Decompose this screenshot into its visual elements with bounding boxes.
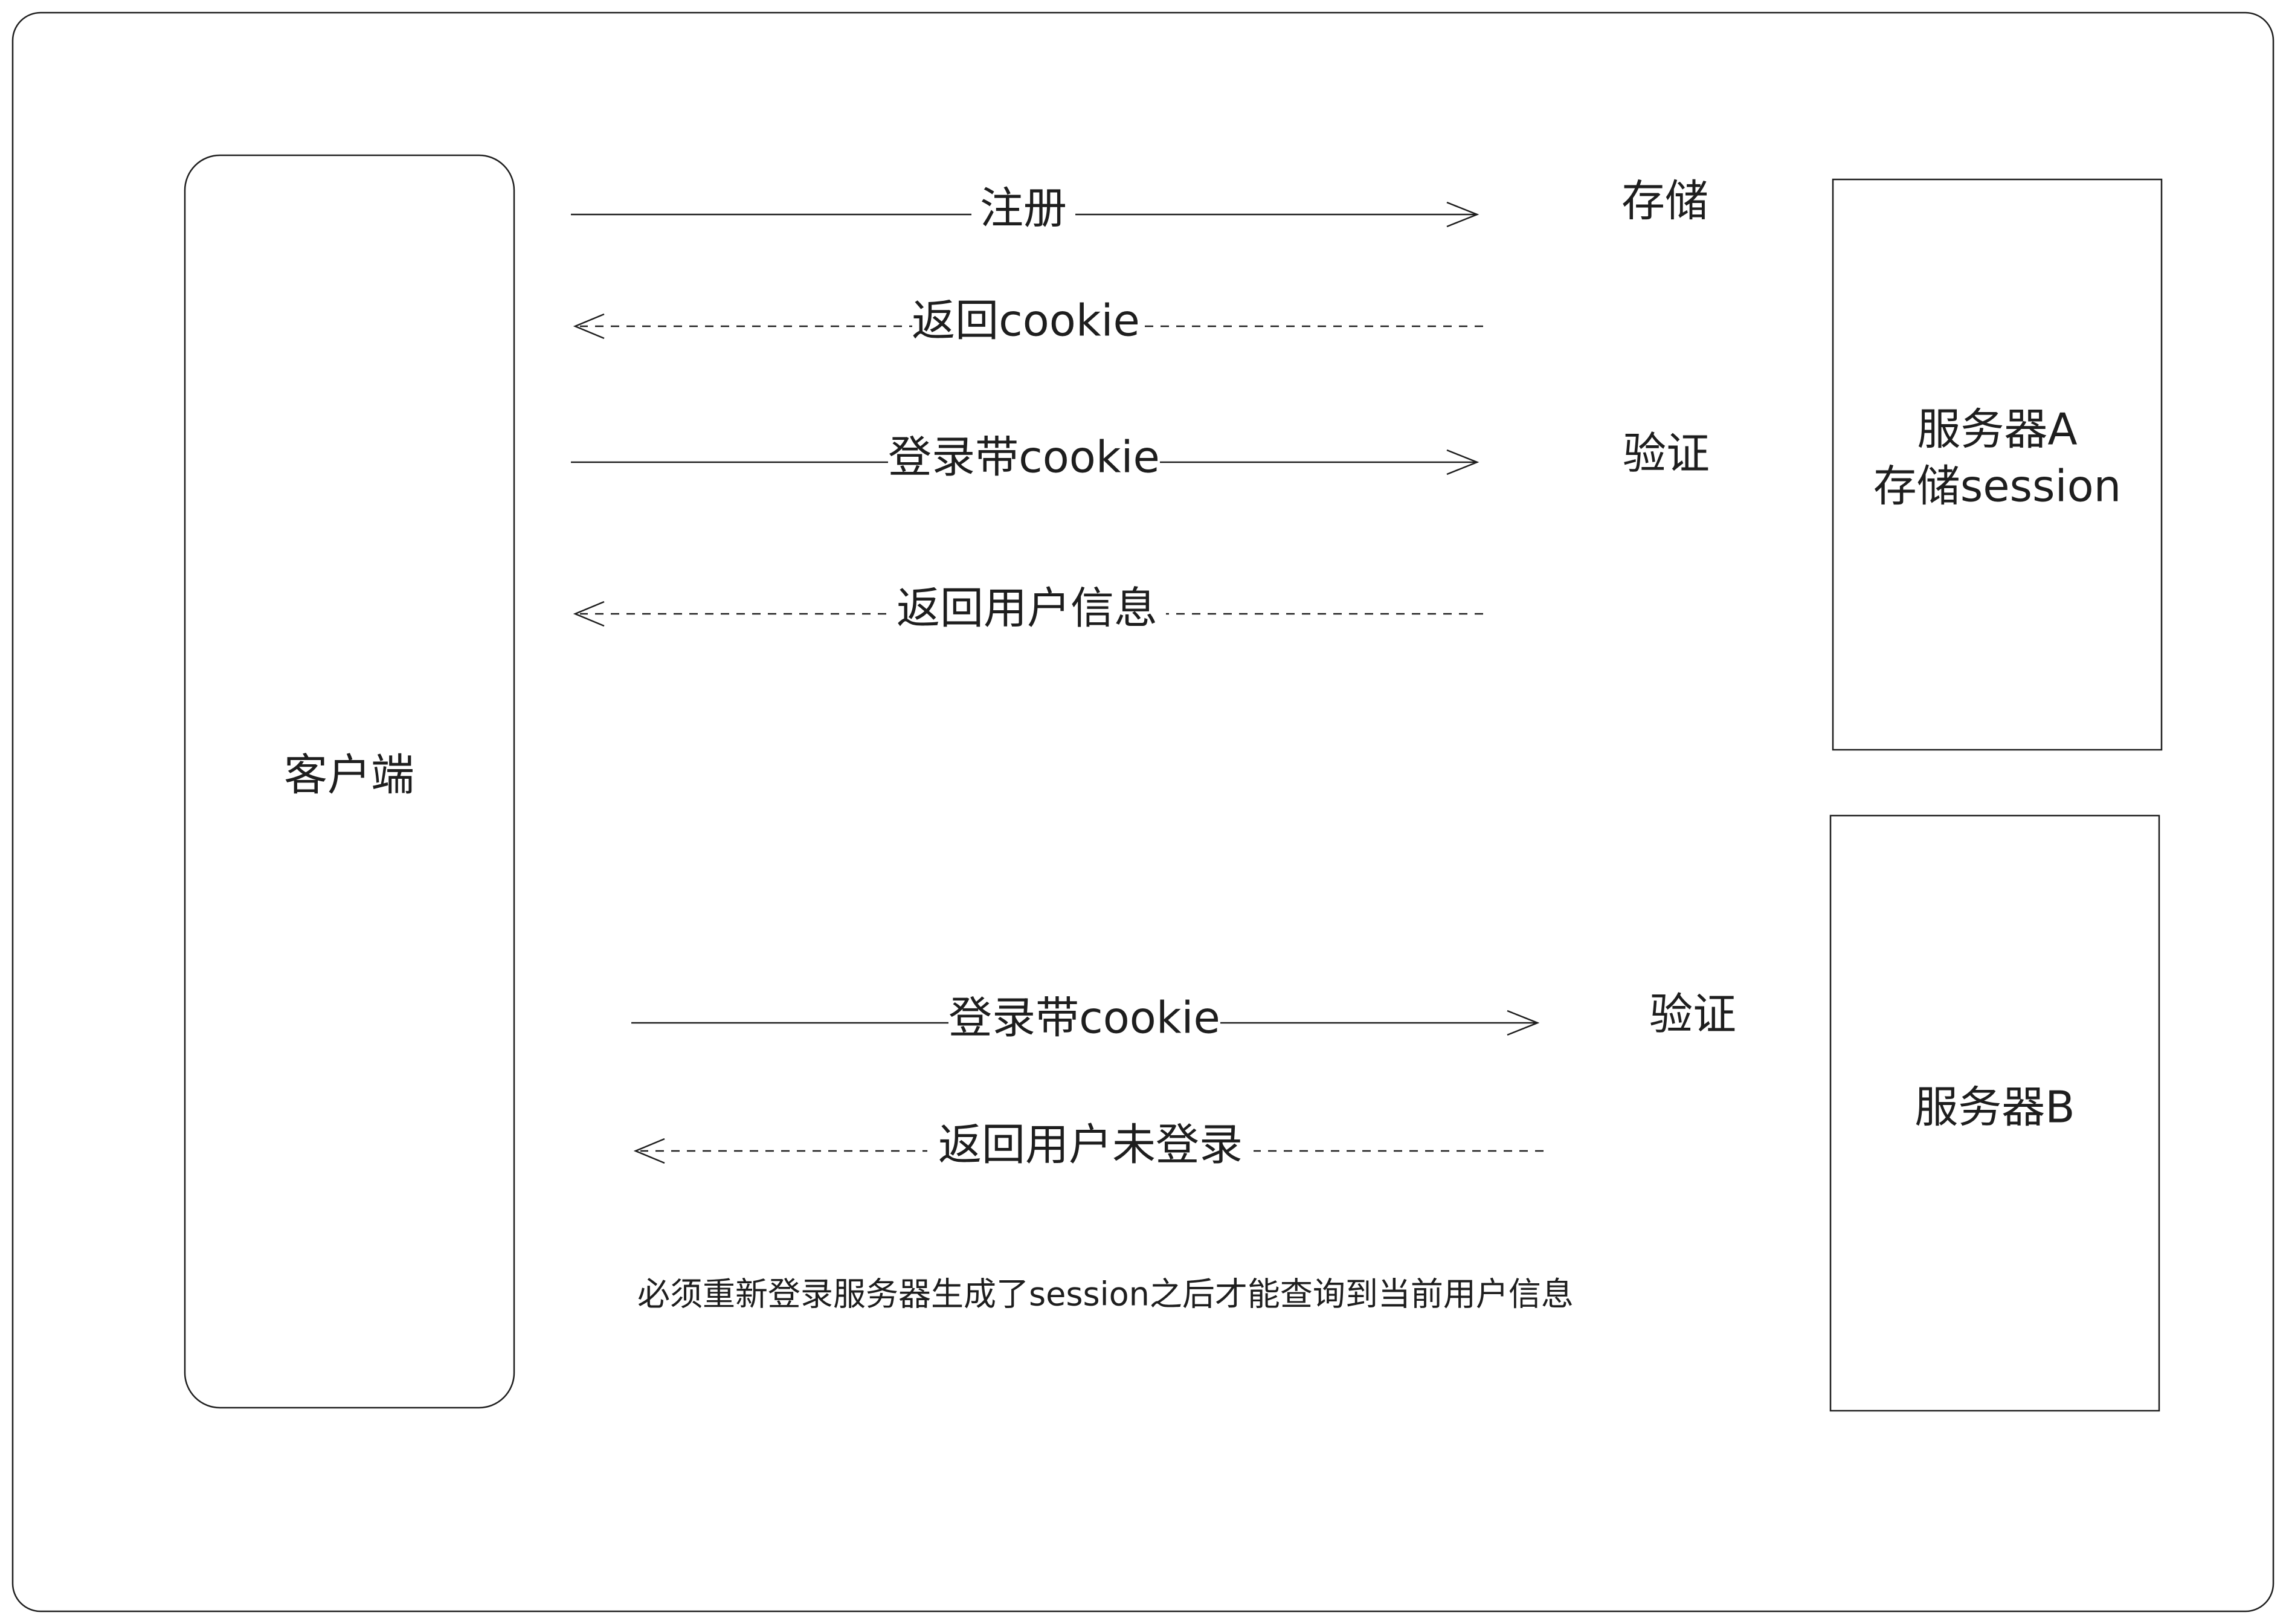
return-not-logged-in-label: 返回用户未登录: [938, 1120, 1243, 1170]
client-label: 客户端: [284, 750, 414, 801]
verify-b-label: 验证: [1649, 989, 1736, 1040]
server-b-box: [1829, 814, 2160, 1412]
register-label: 注册: [980, 183, 1067, 234]
return-cookie-arrow: [573, 313, 1483, 340]
server-b-label: 服务器B: [1914, 1082, 2075, 1133]
return-cookie-label: 返回cookie: [912, 295, 1140, 346]
login-cookie-b-label: 登录带cookie: [948, 993, 1220, 1043]
store-label: 存储: [1621, 176, 1708, 227]
login-cookie-a-label: 登录带cookie: [888, 432, 1160, 483]
server-a-box: [1832, 178, 2163, 751]
server-a-label-line1: 服务器A: [1917, 404, 2077, 455]
return-user-info-label: 返回用户信息: [897, 583, 1157, 634]
client-box: [184, 154, 515, 1409]
return-not-logged-in-arrow: [633, 1138, 1544, 1164]
note-text: 必须重新登录服务器生成了session之后才能查询到当前用户信息: [637, 1275, 1574, 1313]
outer-frame: [11, 11, 2275, 1613]
server-a-label-line2: 存储session: [1873, 461, 2122, 512]
return-user-info-arrow: [573, 601, 1483, 627]
verify-a-label: 验证: [1623, 428, 1710, 479]
